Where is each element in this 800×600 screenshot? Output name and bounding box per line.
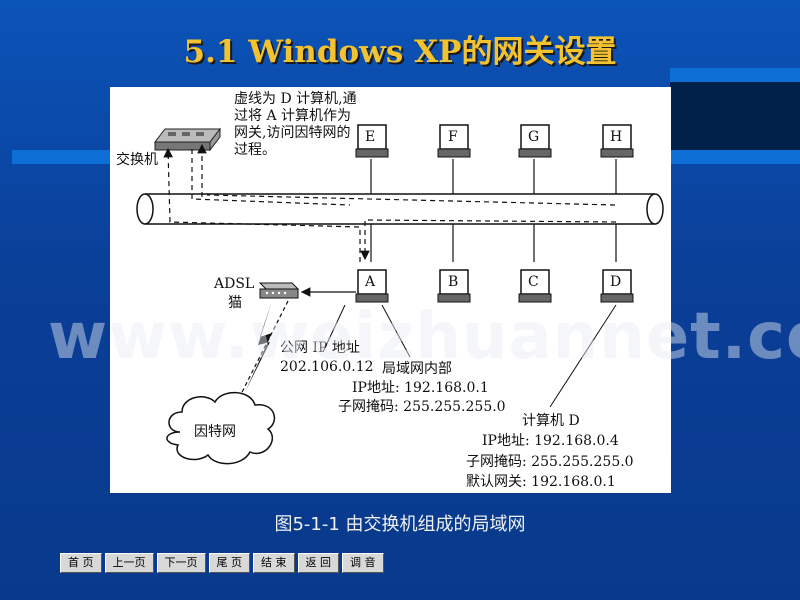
computer-e-icon xyxy=(355,124,389,158)
switch-icon xyxy=(153,127,222,152)
decor-band-left xyxy=(12,150,110,164)
computer-a-label: A xyxy=(365,274,376,290)
nav-audio-button[interactable]: 调 音 xyxy=(342,553,384,573)
computer-g-label: G xyxy=(528,129,540,145)
slide-title: 5.1 Windows XP的网关设置 xyxy=(183,34,617,70)
pc-d-ip: IP地址: 192.168.0.4 xyxy=(482,433,619,449)
computer-f-label: F xyxy=(448,129,458,145)
lan-ip: IP地址: 192.168.0.1 xyxy=(352,380,489,396)
computer-h-icon xyxy=(600,124,634,158)
nav-prev-button[interactable]: 上一页 xyxy=(104,553,154,573)
internet-cloud-icon xyxy=(166,391,276,465)
computer-b-icon xyxy=(437,269,471,303)
nav-last-button[interactable]: 尾 页 xyxy=(208,553,250,573)
lan-mask: 子网掩码: 255.255.255.0 xyxy=(338,399,506,415)
computer-e-label: E xyxy=(365,129,376,145)
computer-d-label: D xyxy=(610,274,622,290)
nav-back-button[interactable]: 返 回 xyxy=(297,553,339,573)
computer-c-label: C xyxy=(528,274,539,290)
modem-label-adsl: ADSL xyxy=(214,276,255,292)
pc-d-gateway: 默认网关: 192.168.0.1 xyxy=(466,474,616,490)
computer-h-label: H xyxy=(610,129,623,145)
adsl-modem-icon xyxy=(258,282,300,299)
public-ip-label: 公网 IP 地址 xyxy=(280,340,360,356)
path-note: 虚线为 D 计算机,通过将 A 计算机作为网关,访问因特网的过程。 xyxy=(234,91,357,158)
public-ip-value: 202.106.0.12 xyxy=(280,359,374,375)
pc-d-title: 计算机 D xyxy=(522,413,580,429)
cloud-label: 因特网 xyxy=(194,424,236,440)
decor-band-top xyxy=(670,68,800,82)
figure-caption: 图5-1-1 由交换机组成的局域网 xyxy=(274,514,526,535)
decor-band-right xyxy=(671,150,800,164)
computer-g-icon xyxy=(518,124,552,158)
computer-b-label: B xyxy=(448,274,459,290)
decor-band-dark xyxy=(670,82,800,150)
modem-label-cat: 猫 xyxy=(228,295,242,311)
diagram-graphics xyxy=(136,124,664,465)
pc-d-mask: 子网掩码: 255.255.255.0 xyxy=(466,454,634,470)
switch-label: 交换机 xyxy=(116,152,158,168)
backbone-cable xyxy=(136,193,664,225)
lightning-icon xyxy=(245,301,272,392)
computer-c-icon xyxy=(518,269,552,303)
computer-d-icon xyxy=(600,269,634,303)
navigation-bar: 首 页 上一页 下一页 尾 页 结 束 返 回 调 音 xyxy=(60,553,384,573)
nav-next-button[interactable]: 下一页 xyxy=(156,553,206,573)
computer-f-icon xyxy=(437,124,471,158)
nav-end-button[interactable]: 结 束 xyxy=(253,553,295,573)
lan-title: 局域网内部 xyxy=(382,361,452,377)
nav-home-button[interactable]: 首 页 xyxy=(60,553,102,573)
network-diagram: E F G H A B C D 交换机 虚线为 D 计算机,通过将 A 计算机作… xyxy=(110,87,671,493)
computer-a-icon xyxy=(355,269,389,303)
